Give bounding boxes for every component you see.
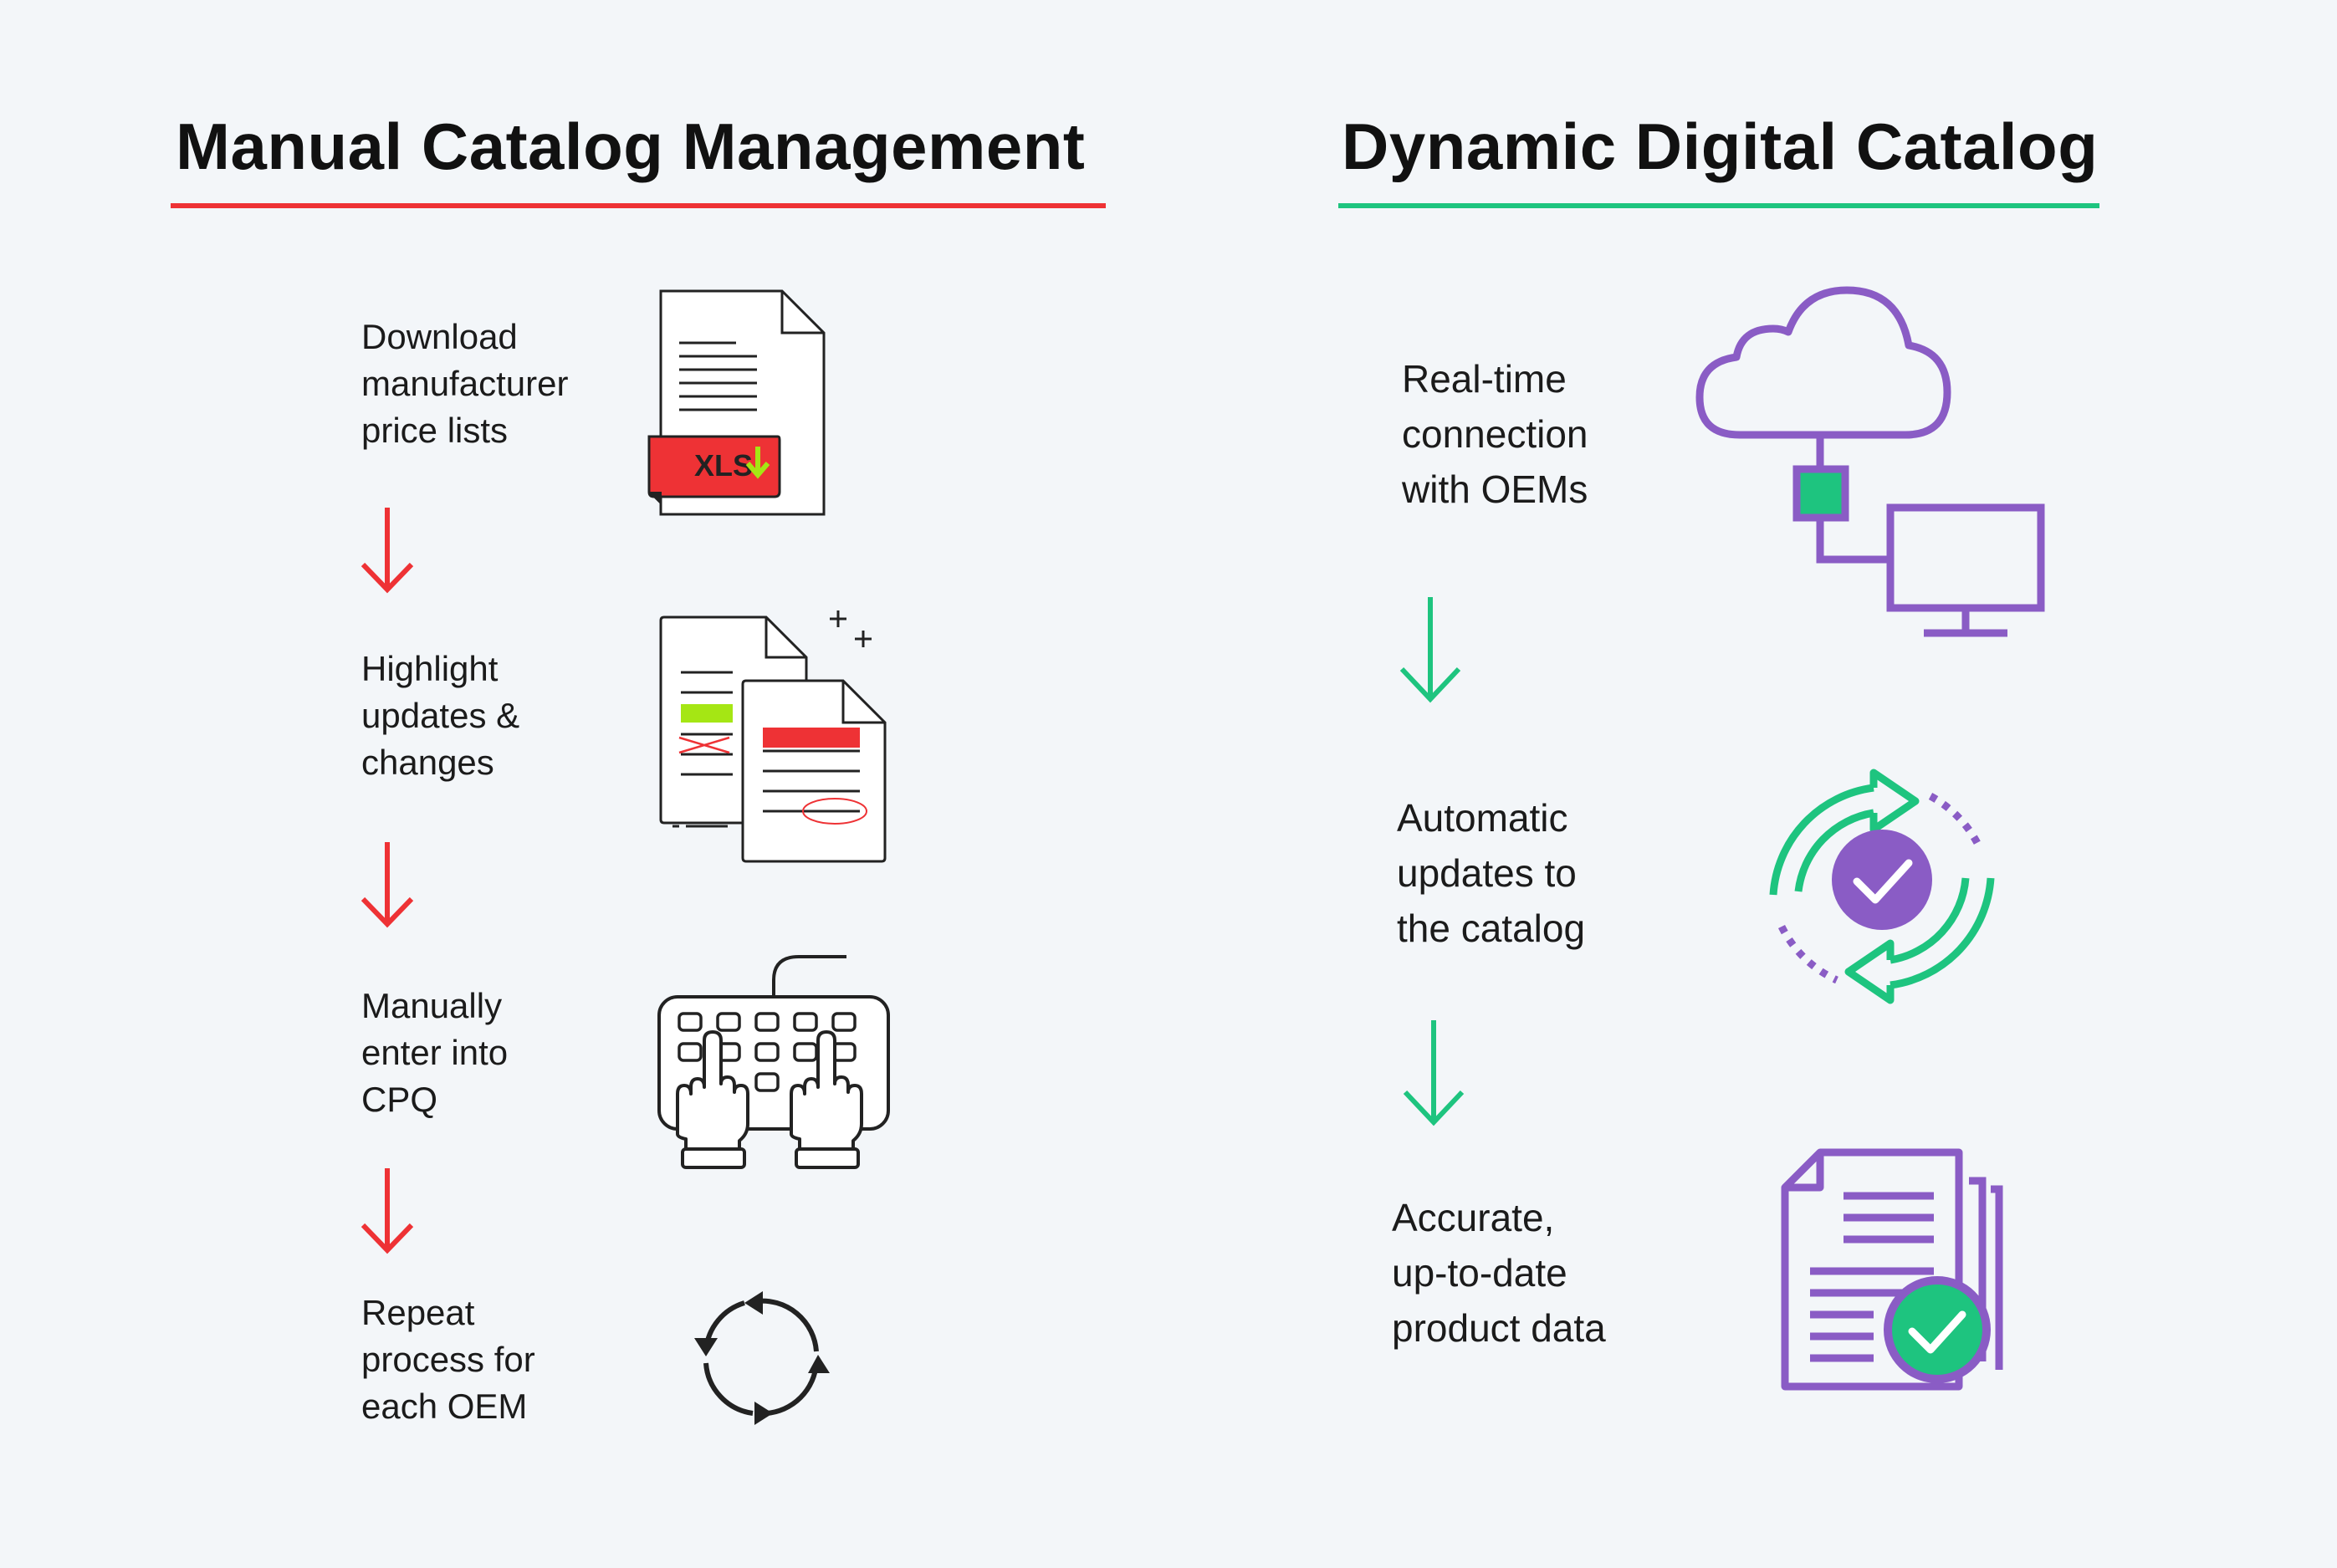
manual-arrow-2-icon	[361, 842, 414, 928]
dynamic-arrow-2-icon	[1403, 1020, 1465, 1126]
cloud-to-computer-icon	[1695, 286, 2045, 637]
manual-step-2-label: Highlight updates & changes	[361, 649, 520, 782]
manual-arrow-1-icon	[361, 508, 414, 594]
dynamic-step-3-label: Accurate, up-to-date product data	[1392, 1196, 1606, 1350]
dynamic-title-underline	[1338, 203, 2099, 208]
repeat-cycle-arrows-icon	[694, 1291, 830, 1425]
verified-documents-icon	[1781, 1148, 2003, 1391]
manual-arrow-3-icon	[361, 1168, 414, 1254]
manual-step-1-label: Download manufacturer price lists	[361, 317, 569, 450]
manual-title-underline	[171, 203, 1106, 208]
dynamic-arrow-1-icon	[1399, 597, 1461, 703]
marked-up-documents-icon	[659, 610, 887, 863]
manual-section-title: Manual Catalog Management	[176, 110, 1086, 183]
xls-badge-text: XLS	[694, 448, 753, 483]
dynamic-step-1-label: Real-time connection with OEMs	[1402, 357, 1588, 511]
sync-check-icon	[1769, 769, 1995, 1004]
manual-step-3-label: Manually enter into CPQ	[361, 986, 509, 1119]
dynamic-section-title: Dynamic Digital Catalog	[1342, 110, 2099, 183]
dynamic-step-2-label: Automatic updates to the catalog	[1397, 796, 1586, 950]
xls-download-document-icon: XLS	[647, 289, 826, 516]
keyboard-typing-hands-icon	[657, 955, 890, 1169]
manual-step-4-label: Repeat process for each OEM	[361, 1293, 535, 1426]
